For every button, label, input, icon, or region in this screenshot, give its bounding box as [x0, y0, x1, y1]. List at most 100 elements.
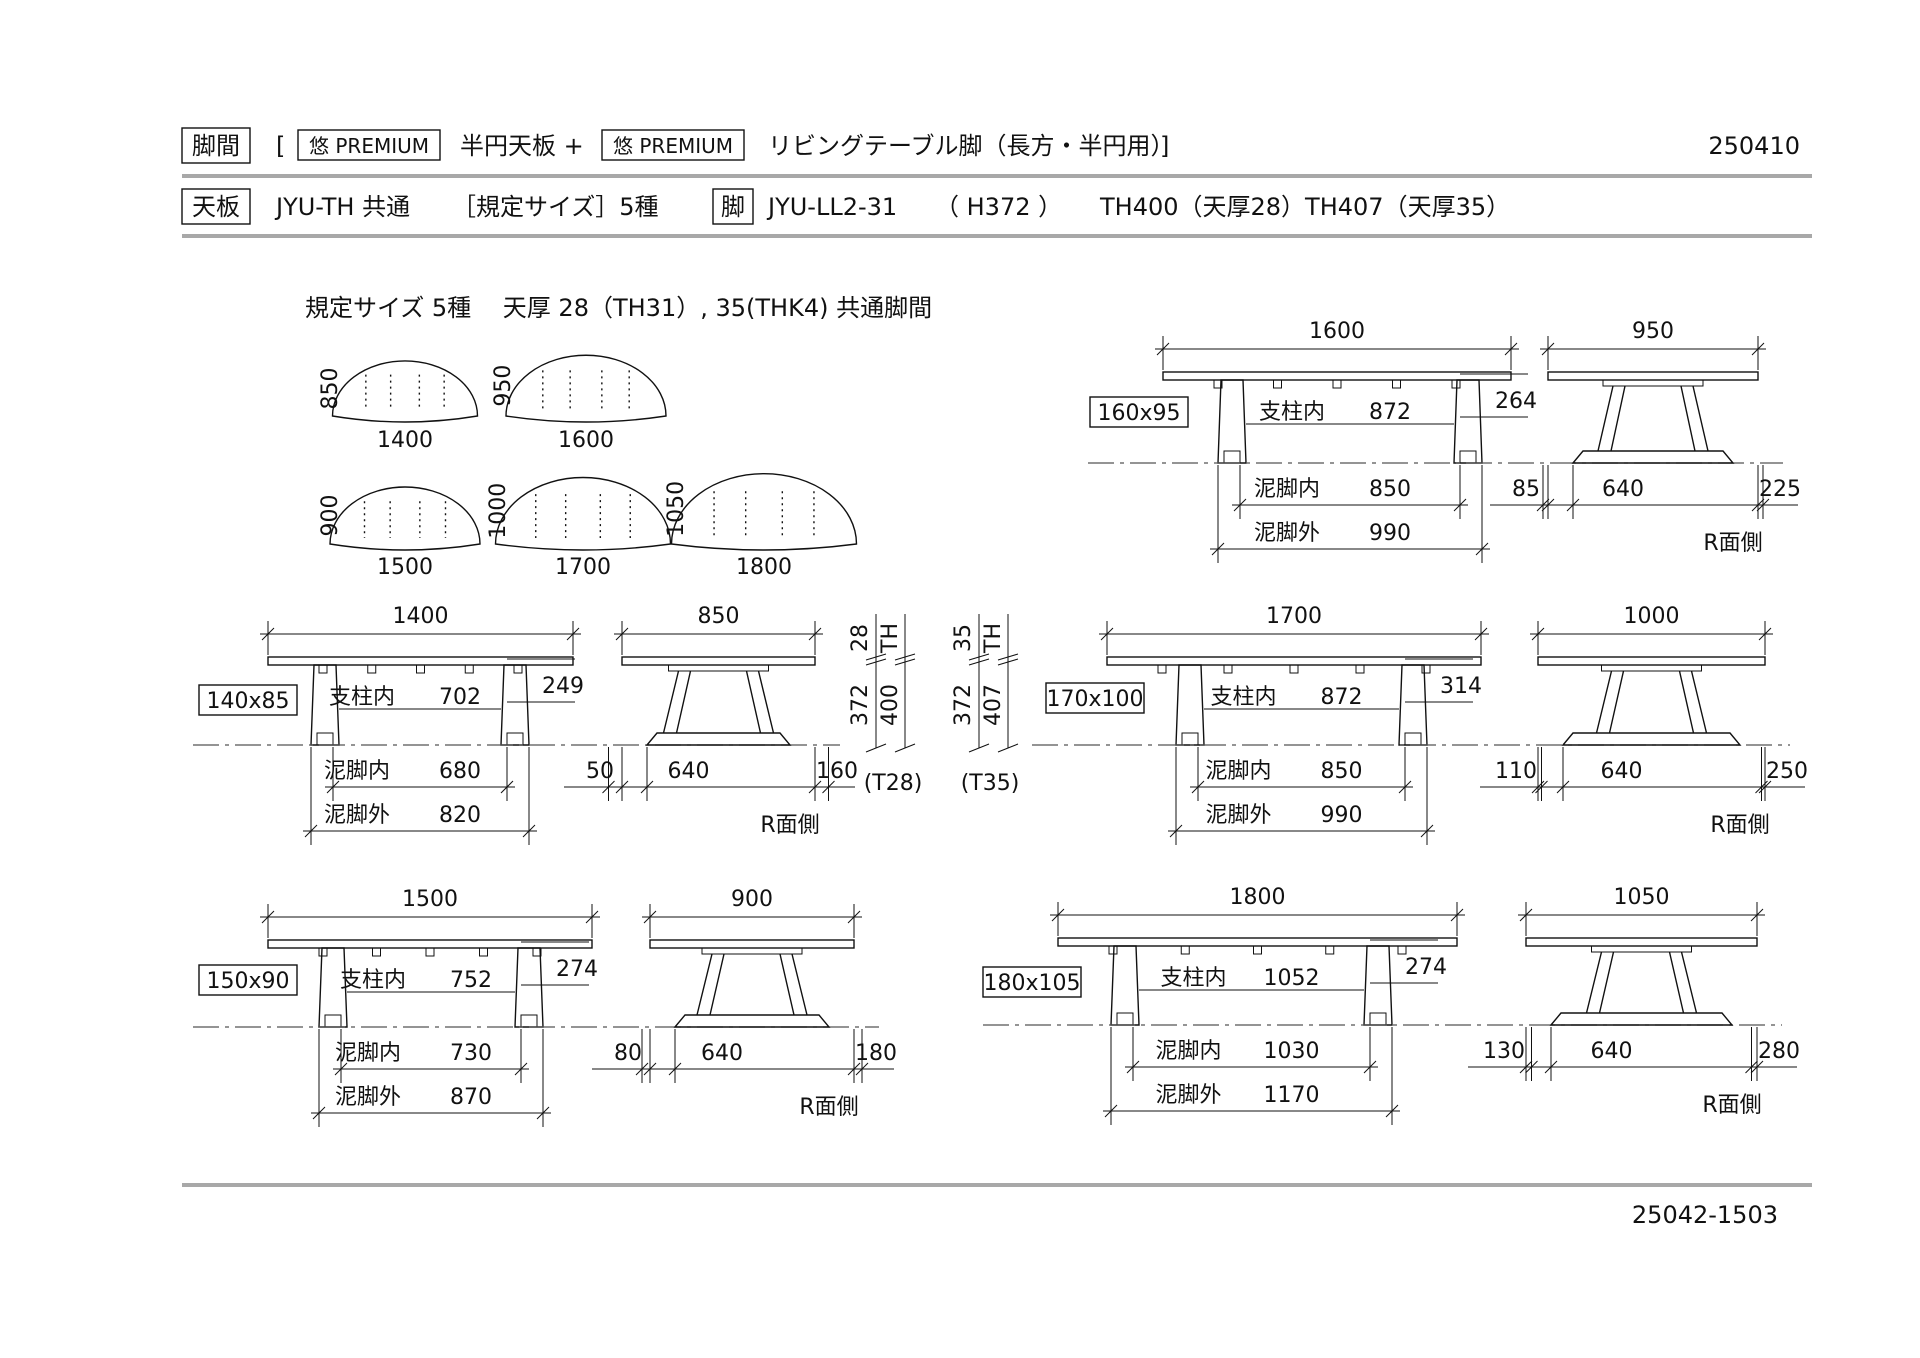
t35-total: 407 — [981, 684, 1006, 726]
foot-inner-value: 730 — [450, 1041, 492, 1066]
post-size: 150x90 — [206, 969, 289, 994]
sub-leg-height: （ H372 ） — [935, 193, 1062, 221]
width-label: 1400 — [393, 604, 449, 629]
header-leg-name: リビングテーブル脚（長方・半円用） — [768, 132, 1175, 160]
foot-outer-label: 泥脚外 — [324, 803, 390, 828]
overview-top-depth: 1000 — [486, 483, 511, 539]
r-side-label: R面側 — [1702, 1093, 1761, 1118]
overview-top-width: 1400 — [377, 428, 433, 453]
leg-frame — [1585, 951, 1698, 1014]
left-offset: 110 — [1495, 759, 1537, 784]
width-label: 1700 — [1266, 604, 1322, 629]
post-size: 140x85 — [206, 689, 289, 714]
inner-post-label: 支柱内 — [1210, 685, 1276, 710]
left-offset: 85 — [1512, 477, 1540, 502]
foot-inner-value: 850 — [1369, 477, 1411, 502]
tabletop — [267, 939, 593, 949]
inner-post-label: 支柱内 — [340, 968, 406, 993]
left-offset: 50 — [586, 759, 614, 784]
t35-leg: 372 — [951, 684, 976, 726]
footer-doc-no: 25042-1503 — [1632, 1201, 1778, 1229]
header-label-kyakukan: 脚間 — [192, 132, 240, 160]
sub-top-model: JYU-TH 共通 — [274, 193, 410, 221]
overview-title: 規定サイズ 5種 天厚 28（TH31）, 35(THK4) 共通脚間 — [305, 294, 932, 322]
inner-post-value: 1052 — [1264, 966, 1320, 991]
r-side-label: R面側 — [799, 1095, 858, 1120]
label-box-kyaku — [712, 188, 754, 225]
width-label: 1800 — [1230, 885, 1286, 910]
header: 脚間 [ 悠 PREMIUM 半円天板 + 悠 PREMIUM リビングテーブル… — [181, 127, 1812, 238]
thickness-diagram: 28 TH 372 400 (T28) 35 TH 372 407 (T35) — [848, 614, 1019, 796]
left-offset: 130 — [1483, 1039, 1525, 1064]
foot-inner-value: 1030 — [1264, 1039, 1320, 1064]
overview-top-depth: 850 — [318, 367, 343, 409]
tabletop — [1057, 937, 1458, 947]
inner-post-dimension: 支柱内 1052 — [1160, 966, 1319, 991]
t28-label: (T28) — [864, 771, 923, 796]
side-value: 264 — [1495, 389, 1537, 414]
post-size: 160x95 — [1097, 401, 1180, 426]
tabletop — [1162, 371, 1512, 381]
label-box-kyakukan — [181, 127, 251, 164]
leg-frame — [696, 953, 808, 1016]
leg-span: 640 — [1602, 477, 1644, 502]
foot-inner-label: 泥脚内 — [1254, 477, 1320, 502]
right-offset: 160 — [816, 759, 858, 784]
foot-bar — [1561, 732, 1742, 746]
t28-thickness: 28 — [848, 624, 873, 652]
post-size-box — [1045, 682, 1145, 714]
sub-label-tenban: 天板 — [192, 193, 240, 221]
overview-top-depth: 900 — [318, 495, 343, 537]
sub-th-info: TH400（天厚28）TH407（天厚35） — [1099, 193, 1510, 221]
depth-label: 950 — [1632, 319, 1674, 344]
t35-th-label: TH — [981, 623, 1006, 654]
foot-outer-label: 泥脚外 — [335, 1085, 401, 1110]
overview-top-depth: 950 — [491, 365, 516, 407]
leg-post — [1110, 945, 1140, 1026]
tabletop-side — [1525, 937, 1758, 947]
side-value: 249 — [542, 674, 584, 699]
inner-post-label: 支柱内 — [1160, 966, 1226, 991]
badge-premium-top-text: 悠 PREMIUM — [309, 134, 429, 158]
sub-leg-model: JYU-LL2-31 — [766, 193, 897, 221]
tabletop — [267, 656, 574, 666]
foot-outer-label: 泥脚外 — [1205, 803, 1271, 828]
tabletop — [1106, 656, 1482, 666]
leg-span: 640 — [1591, 1039, 1633, 1064]
post-size: 180x105 — [983, 971, 1080, 996]
foot-inner-label: 泥脚内 — [335, 1041, 401, 1066]
depth-label: 1050 — [1614, 885, 1670, 910]
width-label: 1600 — [1309, 319, 1365, 344]
side-value: 274 — [1405, 955, 1447, 980]
post-size-box — [982, 966, 1082, 998]
leg-span: 640 — [668, 759, 710, 784]
foot-inner-label: 泥脚内 — [1155, 1039, 1221, 1064]
tabletop-side — [649, 939, 855, 949]
foot-bar — [673, 1014, 831, 1028]
t35-thickness: 35 — [951, 624, 976, 652]
foot-outer-value: 990 — [1321, 803, 1363, 828]
right-offset: 250 — [1766, 759, 1808, 784]
foot-outer-value: 1170 — [1264, 1083, 1320, 1108]
foot-inner-label: 泥脚内 — [324, 759, 390, 784]
